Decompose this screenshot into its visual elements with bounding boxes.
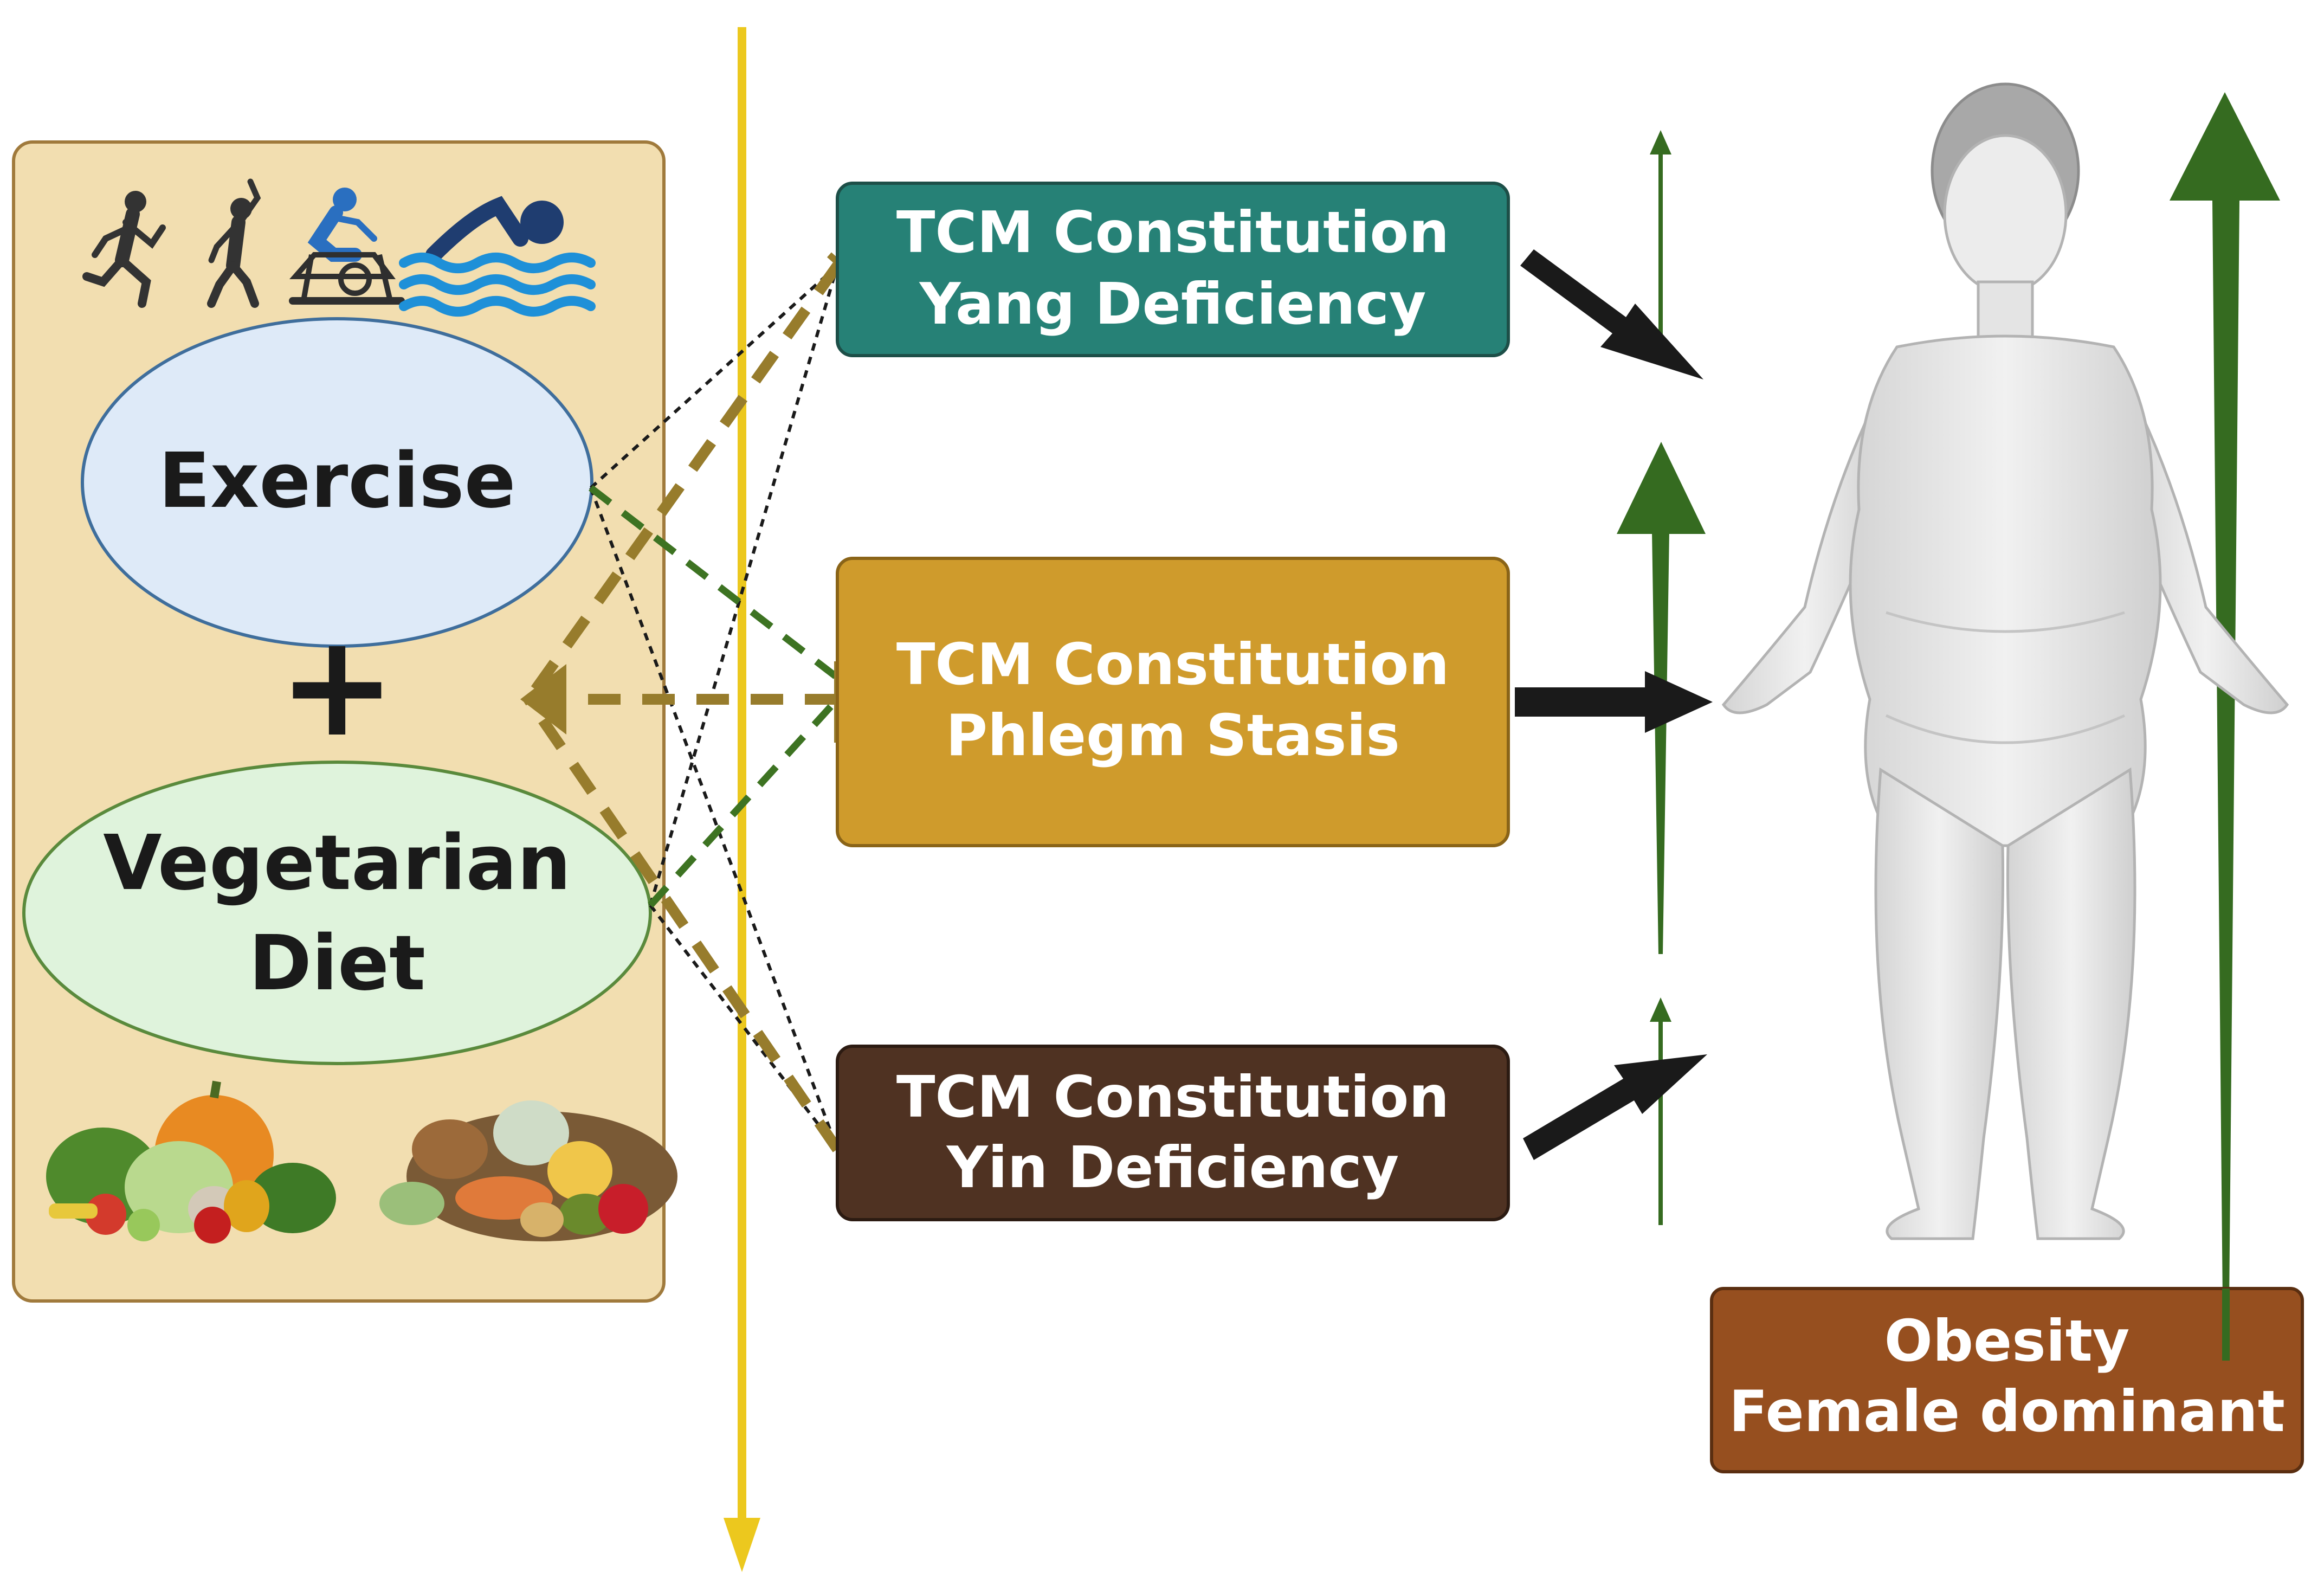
- plus-sign: +: [278, 604, 396, 768]
- cycling-icon: [289, 188, 405, 305]
- yang-box-line2: Yang Deficiency: [919, 271, 1426, 337]
- yin-effect-arrow-thin: [1650, 997, 1671, 1225]
- yin-box-line1: TCM Constitution: [896, 1064, 1449, 1130]
- swimmer-icon: [399, 196, 596, 317]
- tcm-yang-deficiency-box: TCM Constitution Yang Deficiency: [836, 182, 1510, 357]
- obesity-effect-arrow-large: [2170, 92, 2280, 1361]
- phlegm-effect-arrow-large: [1617, 442, 1706, 954]
- stretching-icon: [207, 178, 261, 308]
- phlegm-to-body-arrow: [1515, 671, 1713, 733]
- runner-icon: [82, 191, 166, 308]
- diet-phlegm-dashed: [648, 697, 840, 908]
- yang-to-body-arrow: [1520, 249, 1703, 379]
- exercise-phlegm-dashed: [589, 485, 840, 681]
- phlegm-box-line2: Phlegm Stasis: [946, 703, 1400, 769]
- exercise-yin-dotted: [589, 487, 839, 1150]
- tcm-phlegm-stasis-box: TCM Constitution Phlegm Stasis: [836, 557, 1510, 847]
- yang-box-line1: TCM Constitution: [896, 199, 1449, 266]
- fruits-icon: [379, 1100, 677, 1241]
- vegetarian-diet-node: [22, 761, 652, 1065]
- vegetables-icon: [46, 1080, 336, 1244]
- connector-lines: [520, 252, 856, 1163]
- phlegm-box-line1: TCM Constitution: [896, 632, 1449, 698]
- female-body-figure: [1721, 82, 2289, 1240]
- yin-to-body-arrow: [1523, 1054, 1707, 1160]
- green-effect-arrows: [1617, 92, 2280, 1361]
- feedback-arrowhead: [520, 664, 566, 735]
- yang-effect-arrow-thin: [1650, 130, 1671, 358]
- tcm-yin-deficiency-box: TCM Constitution Yin Deficiency: [836, 1045, 1510, 1221]
- yang-feedback-dashed: [524, 262, 842, 703]
- obesity-line2: Female dominant: [1729, 1379, 2285, 1445]
- obesity-arrow-shaft-overlay: [2222, 1289, 2230, 1361]
- yin-feedback-dashed: [524, 696, 842, 1152]
- obesity-line1: Obesity: [1884, 1308, 2130, 1374]
- black-effect-arrows: [1515, 249, 1713, 1160]
- diet-yin-dotted: [649, 904, 839, 1150]
- exercise-node: [81, 317, 593, 648]
- diet-yang-dotted: [649, 265, 839, 906]
- diet-label-line1: Vegetarian: [103, 819, 571, 907]
- diet-label-line2: Diet: [249, 919, 425, 1008]
- exercise-label: Exercise: [158, 437, 515, 525]
- obesity-outcome-box: Obesity Female dominant: [1710, 1287, 2304, 1473]
- yin-box-line2: Yin Deficiency: [946, 1135, 1399, 1201]
